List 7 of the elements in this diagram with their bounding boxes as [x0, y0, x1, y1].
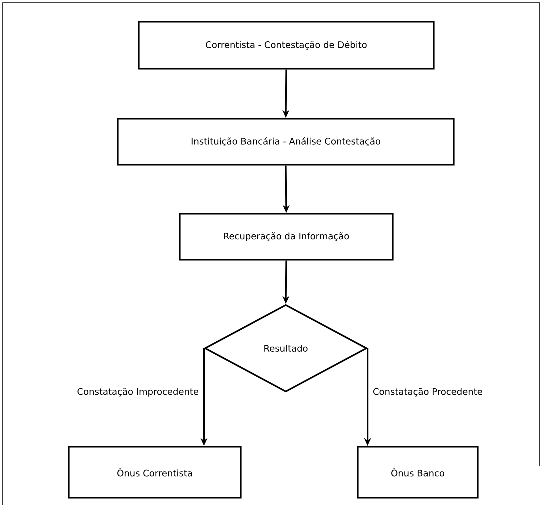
process-box: Instituição Bancária - Análise Contestação: [117, 118, 455, 166]
process-box: Correntista - Contestação de Débito: [138, 21, 435, 70]
edge-label: Constatação Procedente: [374, 388, 482, 397]
edge-label: Constatação Improcedente: [78, 388, 199, 397]
process-box: Ônus Banco: [357, 446, 479, 499]
process-box: Ônus Correntista: [68, 446, 242, 499]
process-box: Recuperação da Informação: [179, 213, 394, 261]
